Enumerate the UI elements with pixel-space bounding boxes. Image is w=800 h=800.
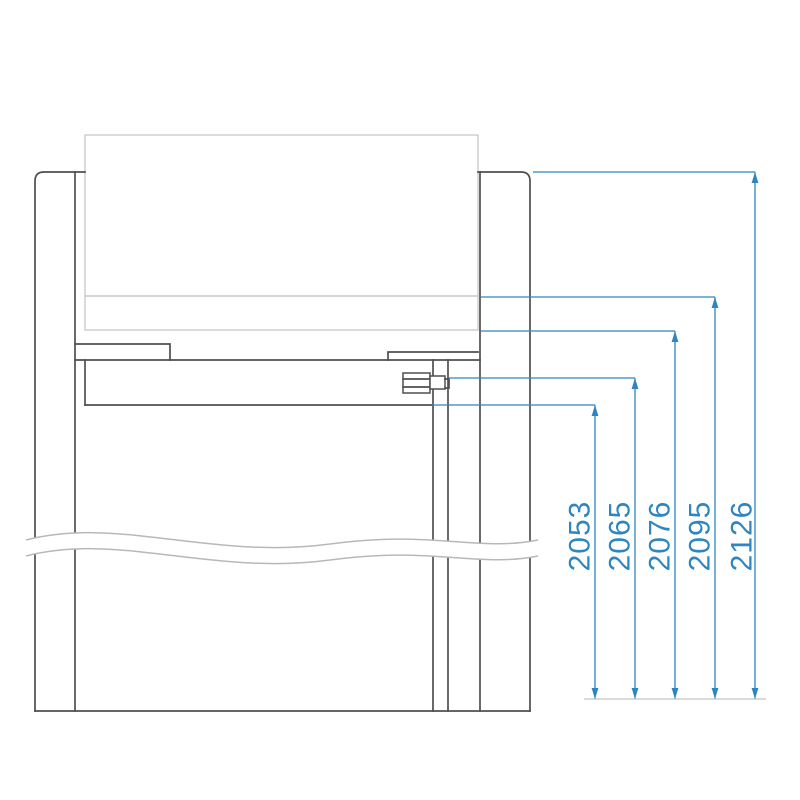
frame-outline <box>34 171 531 712</box>
dimension-label: 2126 <box>726 501 759 572</box>
arrow-bottom-2053 <box>591 688 599 699</box>
arrow-top-2065 <box>631 378 639 389</box>
head-right-step <box>387 351 479 361</box>
dimension-lines <box>432 171 766 700</box>
arrow-bottom-2126 <box>751 688 759 699</box>
right-casing-outer-line <box>477 171 531 712</box>
arrow-top-2076 <box>671 331 679 342</box>
hinge-body-lines <box>402 378 431 388</box>
head-left-notch <box>74 343 171 361</box>
dimension-label: 2095 <box>684 501 717 572</box>
break-line-upper <box>25 531 539 549</box>
arrow-top-2095 <box>711 297 719 308</box>
wall-hatch-area <box>84 134 479 297</box>
left-casing-outer-line <box>34 171 86 712</box>
hinge-knuckle <box>429 375 446 390</box>
arrow-top-2053 <box>591 405 599 416</box>
hinge-pin <box>444 378 450 389</box>
hinge-detail <box>402 372 450 394</box>
arrow-bottom-2076 <box>671 688 679 699</box>
break-line-lower <box>25 547 539 565</box>
mortar-dot-band <box>84 295 479 331</box>
hinge-body <box>402 372 431 394</box>
dimension-label: 2053 <box>564 501 597 572</box>
dimension-label: 2065 <box>604 501 637 572</box>
dimension-label: 2076 <box>644 501 677 572</box>
arrow-bottom-2065 <box>631 688 639 699</box>
break-lines <box>24 531 540 565</box>
wall-section <box>84 134 479 331</box>
arrow-top-2126 <box>751 172 759 183</box>
break-mask-band <box>24 533 540 564</box>
dimension-labels: 2053 2065 2076 2095 2126 <box>564 501 759 572</box>
arrow-bottom-2095 <box>711 688 719 699</box>
